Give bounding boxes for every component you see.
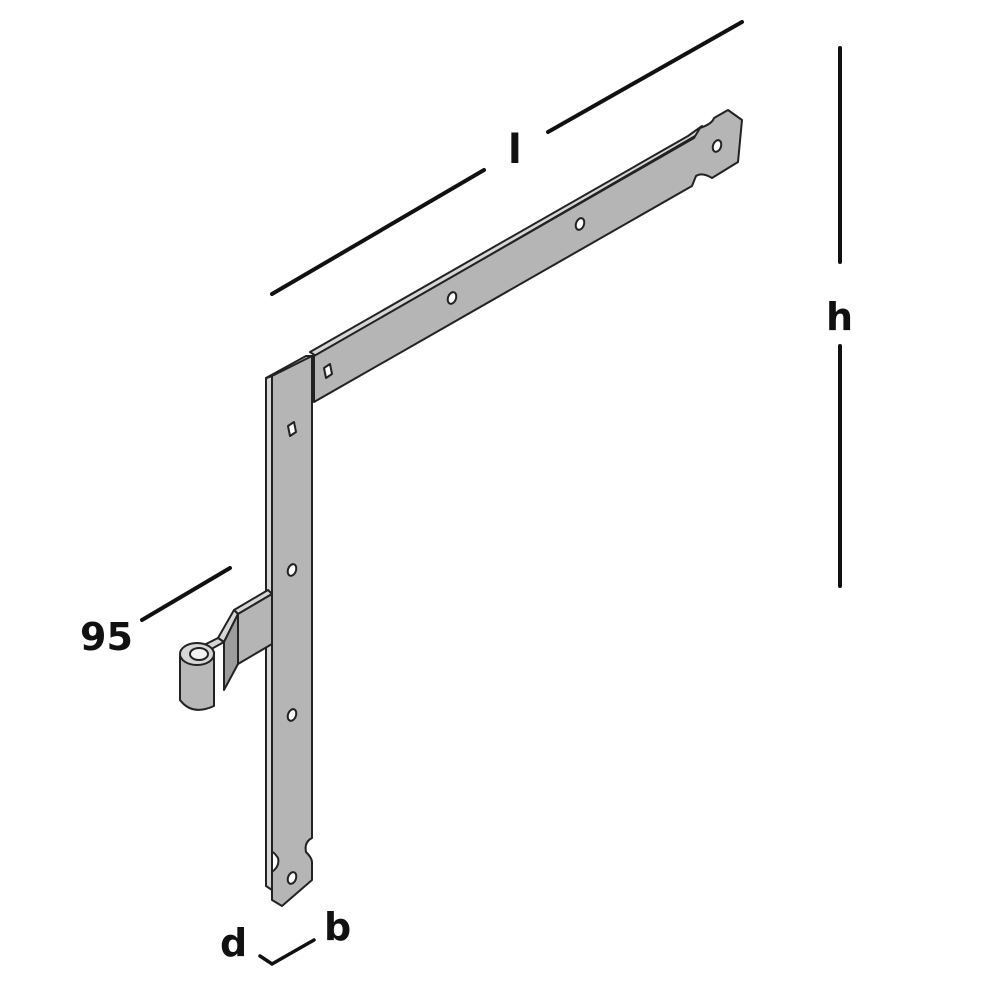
vertical-hole-3 — [286, 871, 298, 885]
dimension-95-line — [140, 566, 232, 622]
strap-end-hole — [711, 139, 723, 153]
dimension-label-length: l — [508, 127, 522, 173]
vertical-hole-1 — [286, 563, 298, 577]
vertical-square-hole — [287, 421, 297, 437]
pintle-arm — [179, 589, 273, 711]
vertical-hole-2 — [286, 708, 298, 722]
strap-hole-1 — [574, 217, 586, 231]
strap-hole-2 — [446, 291, 458, 305]
dimension-label-thickness: d — [220, 921, 248, 965]
dimension-label-pintle-offset: 95 — [80, 615, 133, 659]
strap-square-hole — [323, 363, 333, 379]
dimension-db-line — [258, 938, 316, 967]
horizontal-strap — [309, 109, 743, 403]
dimension-l-lines — [270, 20, 744, 296]
vertical-strap — [265, 355, 315, 907]
dimension-label-height: h — [826, 295, 854, 339]
dimension-label-width: b — [324, 905, 352, 949]
